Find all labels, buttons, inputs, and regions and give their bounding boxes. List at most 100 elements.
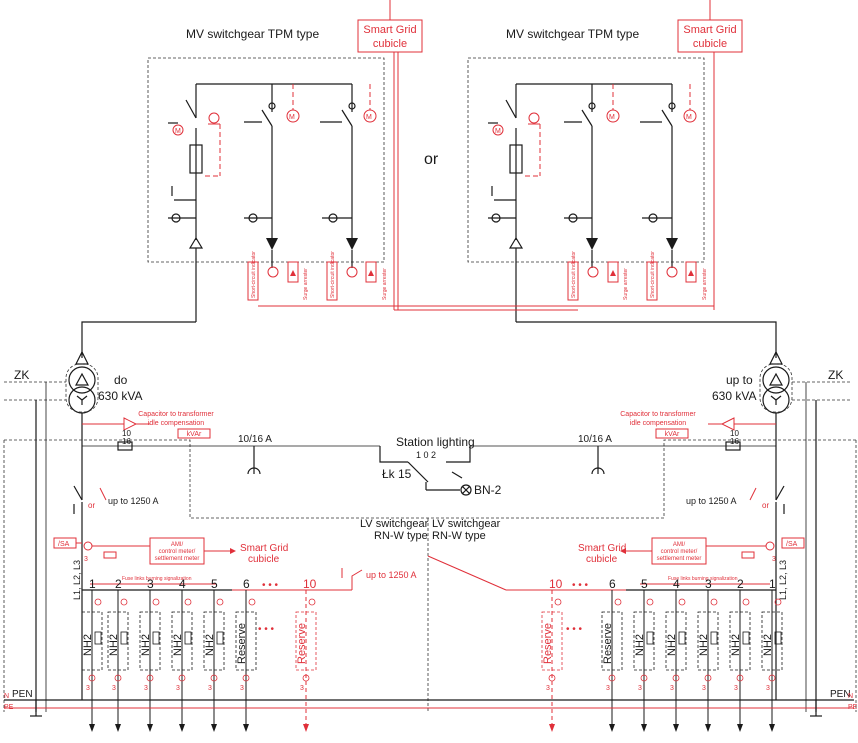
- reserve-label: Reserve: [602, 623, 614, 664]
- three-label: 3: [240, 685, 244, 692]
- svg-text:Fuse links burning signalizati: Fuse links burning signalization: [668, 576, 738, 582]
- metering-right: /SA AMI/ control meter/ settlement meter…: [578, 537, 805, 600]
- reserve-label: Reserve: [236, 623, 248, 664]
- feeder-number: 2: [737, 577, 744, 591]
- nh2-label: NH2: [172, 634, 184, 656]
- feeder-number: 10: [303, 577, 317, 591]
- three-label: 3: [86, 685, 90, 692]
- reserve-dots-left: • • •: [258, 624, 275, 635]
- svg-text:or: or: [762, 501, 769, 510]
- three-label: 3: [112, 685, 116, 692]
- svg-text:M: M: [175, 128, 181, 135]
- capacitor-right: Capacitor to transformer idle compensati…: [620, 411, 776, 439]
- sc-indicator-label-l2: Short-circuit indicator: [330, 251, 336, 298]
- svg-text:M: M: [495, 128, 501, 135]
- svg-text:kVAr: kVAr: [665, 431, 680, 438]
- svg-text:Capacitor to transformer: Capacitor to transformer: [620, 411, 696, 418]
- svg-text:ZK: ZK: [14, 368, 29, 382]
- svg-text:/SA: /SA: [58, 541, 70, 548]
- svg-text:10: 10: [730, 429, 739, 438]
- svg-text:AMI/: AMI/: [171, 542, 184, 548]
- svg-text:RN-W type: RN-W type: [374, 530, 428, 542]
- svg-text:PEN: PEN: [12, 689, 33, 700]
- svg-text:cubicle: cubicle: [586, 554, 618, 565]
- svg-text:Surge arrester: Surge arrester: [702, 268, 708, 300]
- svg-text:or: or: [88, 501, 95, 510]
- svg-text:settlement meter: settlement meter: [657, 556, 702, 562]
- or-label: or: [424, 151, 439, 168]
- svg-text:10/16 A: 10/16 A: [238, 434, 272, 445]
- feeder-number: 1: [89, 577, 96, 591]
- svg-text:cubicle: cubicle: [693, 38, 727, 50]
- three-label: 3: [734, 685, 738, 692]
- svg-text:Smart Grid: Smart Grid: [240, 543, 288, 554]
- capacitor-left: Capacitor to transformer idle compensati…: [82, 411, 214, 439]
- pen-pe-rails: N PEN PE PEN N PE: [4, 689, 858, 717]
- svg-text:PE: PE: [848, 704, 858, 711]
- svg-text:N: N: [848, 693, 853, 700]
- svg-text:N: N: [4, 693, 9, 700]
- three-label: 3: [702, 685, 706, 692]
- svg-text:LV switchgear: LV switchgear: [360, 518, 429, 530]
- feeder-number: 3: [705, 577, 712, 591]
- svg-text:1 0 2: 1 0 2: [416, 450, 436, 460]
- nh2-label: NH2: [108, 634, 120, 656]
- svg-text:kVAr: kVAr: [187, 431, 202, 438]
- svg-text:do: do: [114, 373, 128, 387]
- svg-text:630 kVA: 630 kVA: [712, 389, 756, 403]
- nh2-label: NH2: [666, 634, 678, 656]
- svg-text:3: 3: [772, 556, 776, 563]
- mv-title-left: MV switchgear TPM type: [186, 27, 319, 41]
- svg-text:control meter/: control meter/: [661, 549, 698, 555]
- svg-text:M: M: [289, 114, 295, 121]
- three-label: 3: [546, 685, 550, 692]
- feeder-number: 10: [549, 577, 563, 591]
- three-label: 3: [606, 685, 610, 692]
- svg-text:up to: up to: [726, 373, 753, 387]
- svg-text:16: 16: [730, 437, 739, 446]
- nh2-label: NH2: [204, 634, 216, 656]
- svg-text:AMI/: AMI/: [673, 542, 686, 548]
- svg-text:10/16 A: 10/16 A: [578, 434, 612, 445]
- feeder-number: 4: [673, 577, 680, 591]
- transformer-right: up to 630 kVA ZK: [712, 350, 852, 712]
- svg-text:Capacitor to transformer: Capacitor to transformer: [138, 411, 214, 418]
- three-label: 3: [670, 685, 674, 692]
- coupler-breaker: up to 1250 A: [341, 555, 507, 591]
- feeder-number: 3: [147, 577, 154, 591]
- svg-text:Łk 15: Łk 15: [382, 467, 412, 481]
- nh2-label: NH2: [634, 634, 646, 656]
- svg-text:M: M: [609, 114, 615, 121]
- three-label: 3: [638, 685, 642, 692]
- feeder-number: 4: [179, 577, 186, 591]
- svg-text:Smart Grid: Smart Grid: [683, 24, 736, 36]
- svg-text:LV switchgear: LV switchgear: [432, 518, 501, 530]
- mv-switchgear-right: MV switchgear TPM type M M M: [467, 27, 708, 322]
- svg-text:Station lighting: Station lighting: [396, 435, 475, 449]
- reserve-dots-right: • • •: [566, 624, 583, 635]
- smart-grid-top-right: Smart Grid cubicle: [677, 0, 743, 310]
- svg-text:L1, L2, L3: L1, L2, L3: [72, 560, 82, 600]
- svg-text:M: M: [366, 114, 372, 121]
- feeder-number: 5: [641, 577, 648, 591]
- svg-text:cubicle: cubicle: [373, 38, 407, 50]
- feeder-number: 5: [211, 577, 218, 591]
- metering-left: /SA AMI/ control meter/ settlement meter…: [53, 537, 288, 600]
- svg-text:Short-circuit indicator: Short-circuit indicator: [650, 251, 656, 298]
- svg-text:16: 16: [122, 437, 131, 446]
